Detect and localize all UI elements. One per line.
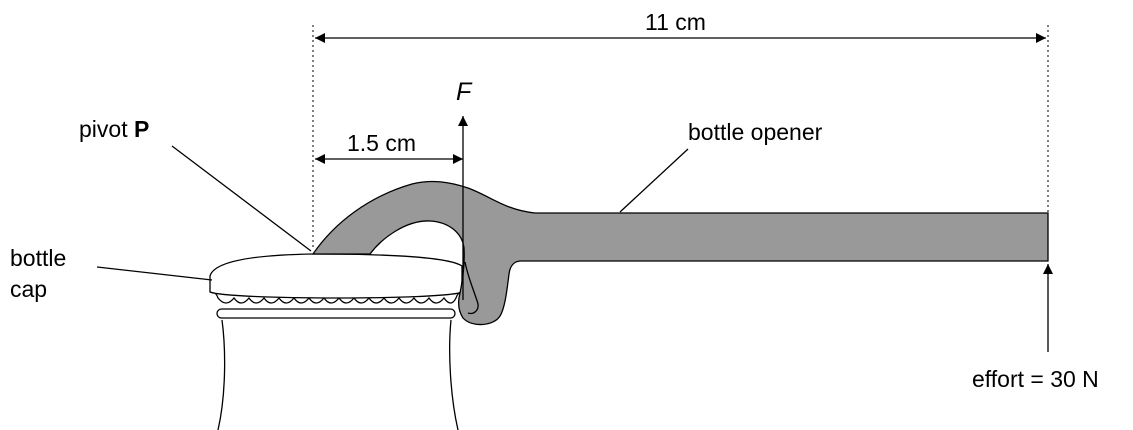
- bottle-lip: [216, 308, 456, 319]
- pivot-label-letter: P: [134, 116, 149, 142]
- pivot-label-prefix: pivot: [79, 116, 134, 142]
- bottle-neck-right: [449, 319, 459, 430]
- bottle-cap: [209, 253, 463, 299]
- pivot-leader-line: [171, 145, 312, 252]
- pivot-label: pivot P: [79, 116, 149, 142]
- total-length-label: 11 cm: [645, 9, 706, 35]
- opener-leader-line: [619, 148, 689, 213]
- force-label: F: [456, 78, 473, 106]
- bottle-neck-left: [217, 319, 226, 430]
- cap-label-line1: bottle: [10, 245, 66, 271]
- bottle-opener: [311, 180, 1049, 326]
- opener-inner-curl: [464, 261, 479, 315]
- cap-leader-line: [96, 266, 213, 281]
- cap-label-line2: cap: [10, 276, 47, 302]
- effort-label: effort = 30 N: [972, 366, 1099, 392]
- opener-label: bottle opener: [688, 119, 823, 145]
- short-length-label: 1.5 cm: [347, 130, 416, 156]
